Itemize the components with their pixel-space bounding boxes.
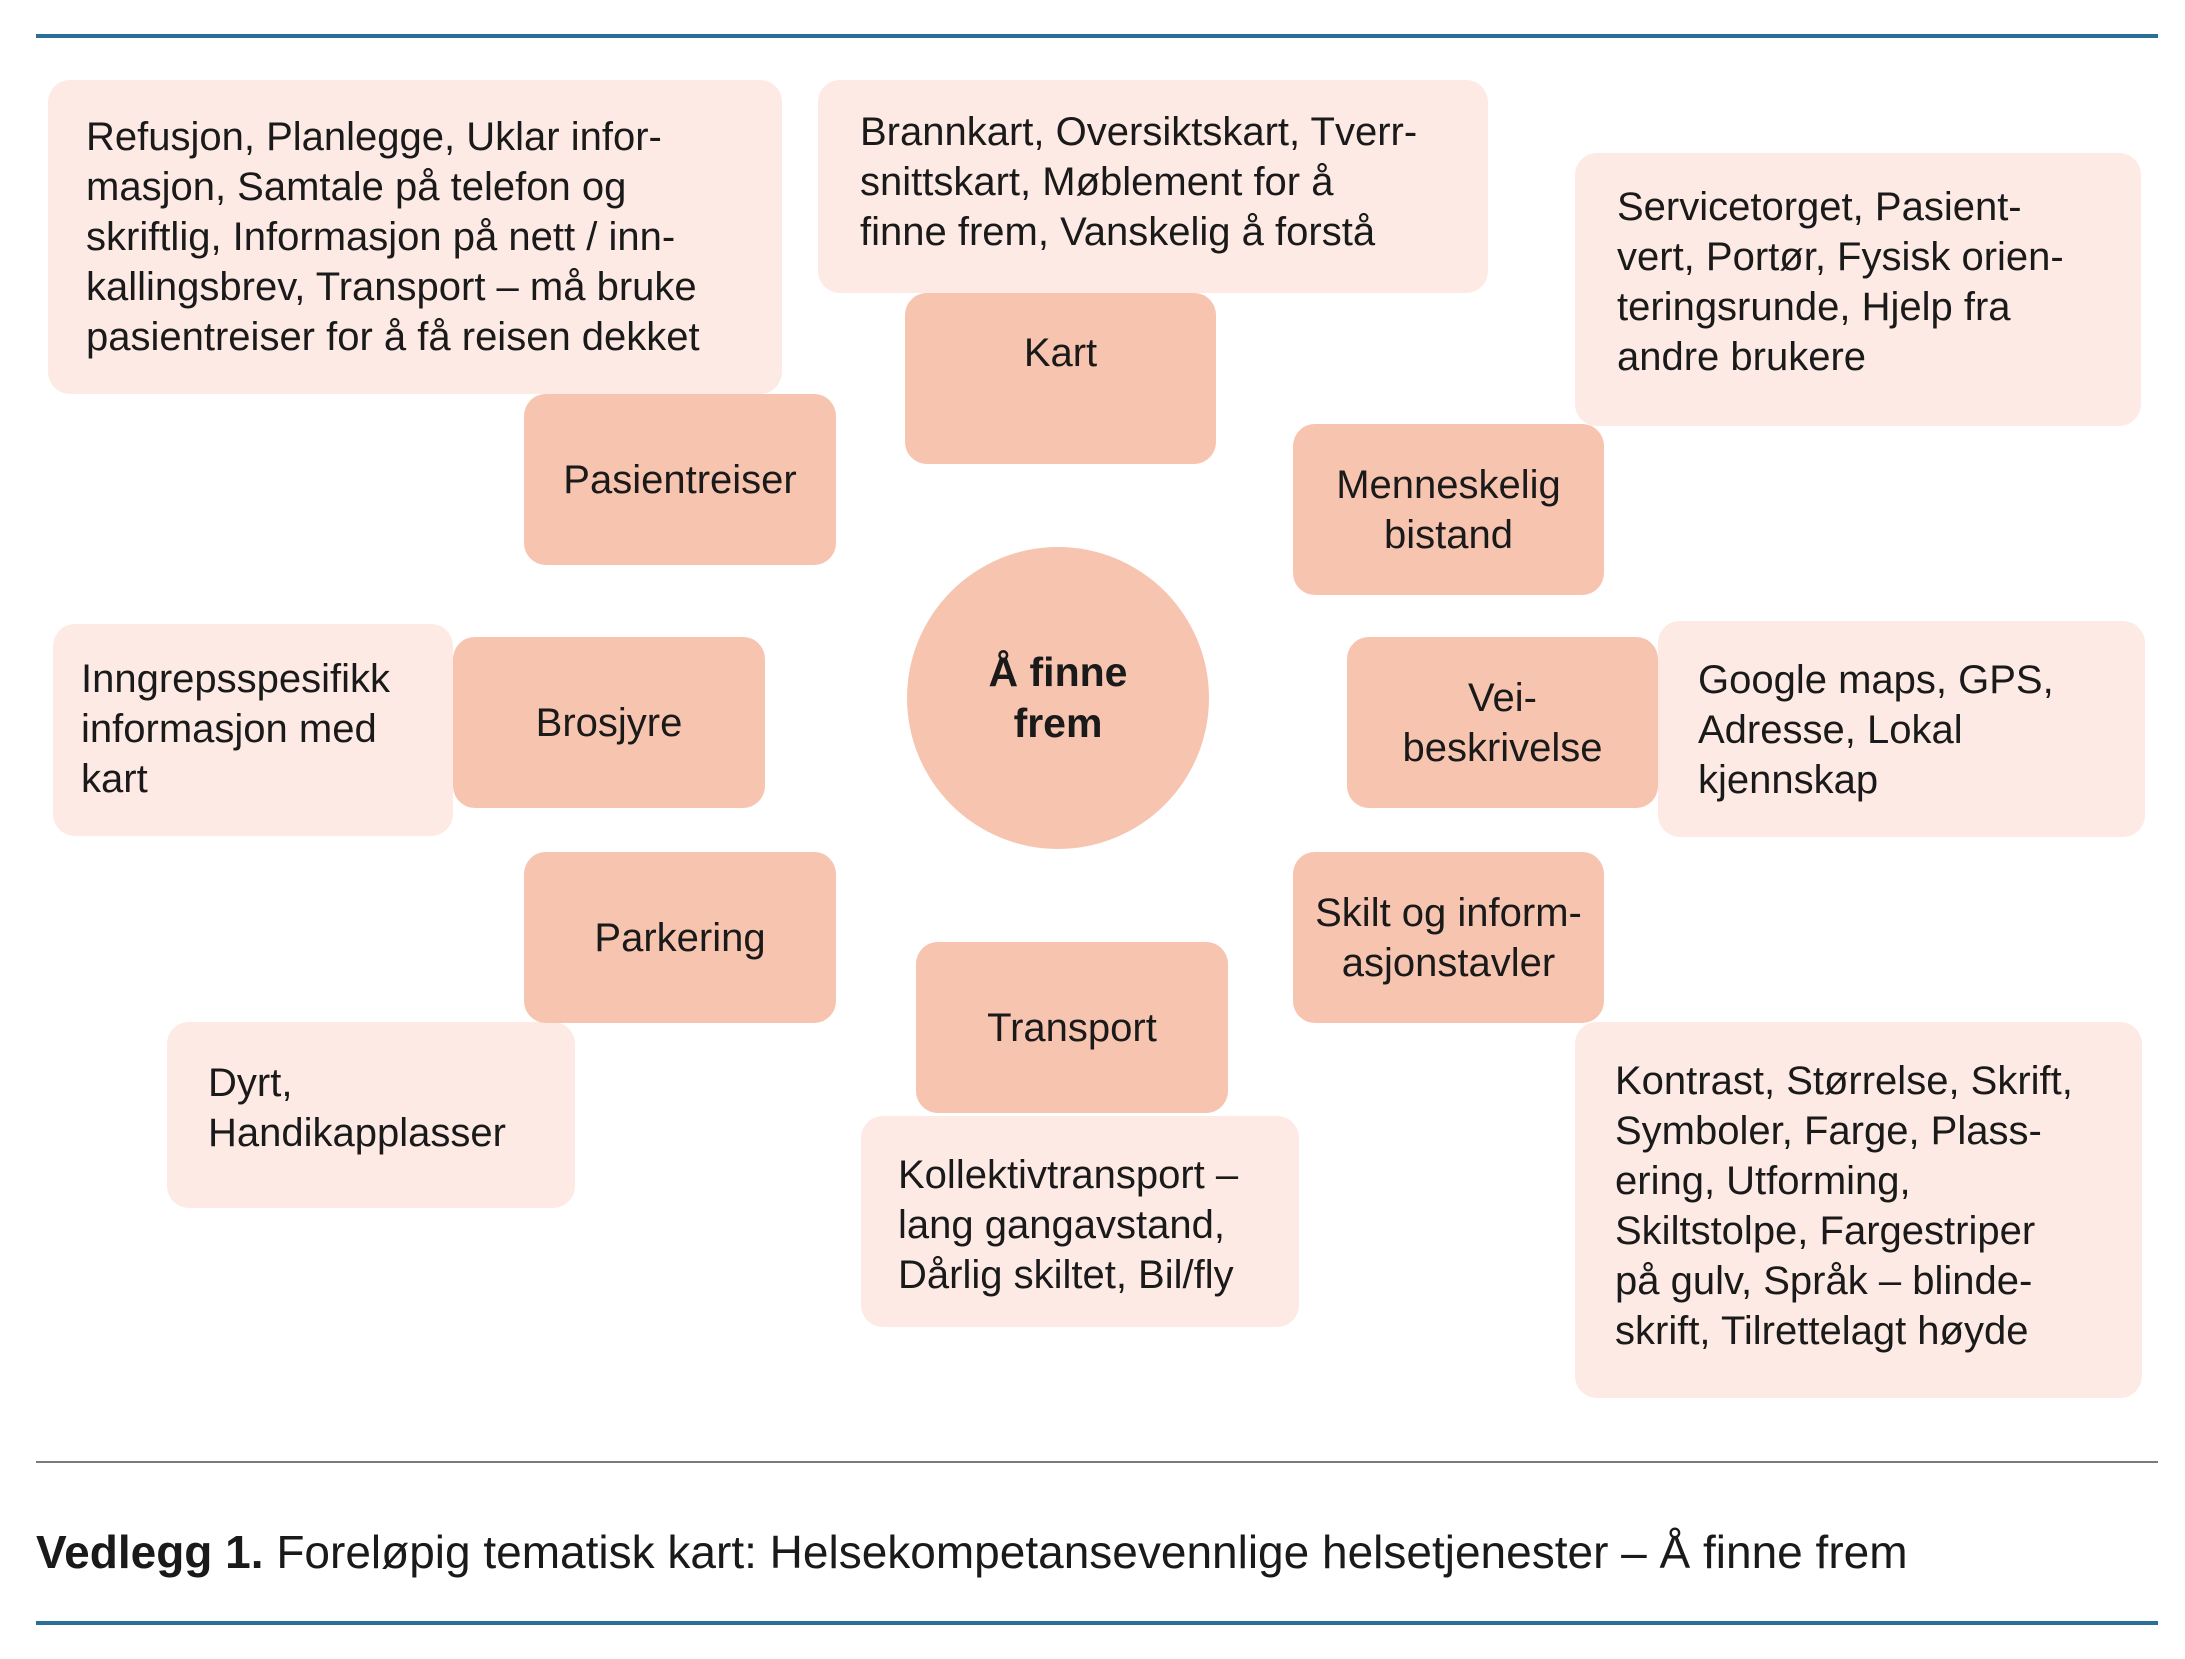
detail-skilt: Kontrast, Størrelse, Skrift, Symboler, F… [1575,1022,2142,1398]
caption-label: Vedlegg 1. [36,1526,264,1578]
theme-transport: Transport [916,942,1228,1113]
theme-skilt: Skilt og inform- asjonstavler [1293,852,1604,1023]
theme-menneskelig-bistand: Menneskelig bistand [1293,424,1604,595]
center-circle: Å finne frem [907,547,1209,849]
theme-parkering: Parkering [524,852,836,1023]
figure-caption: Vedlegg 1. Foreløpig tematisk kart: Hels… [36,1524,1908,1580]
detail-parkering: Dyrt, Handikapplasser [167,1022,575,1208]
top-rule [36,34,2158,38]
caption-text: Foreløpig tematisk kart: Helsekompetanse… [276,1526,1908,1578]
theme-brosjyre: Brosjyre [453,637,765,808]
detail-brosjyre: Inngrepsspesifikk informasjon med kart [53,624,453,836]
detail-veibeskrivelse: Google maps, GPS, Adresse, Lokal kjennsk… [1658,621,2145,837]
bottom-rule [36,1621,2158,1625]
theme-veibeskrivelse: Vei- beskrivelse [1347,637,1658,808]
caption-separator [36,1461,2158,1463]
detail-transport: Kollektivtransport – lang gangavstand, D… [861,1116,1299,1327]
detail-kart: Brannkart, Oversiktskart, Tverr- snittsk… [818,80,1488,293]
detail-menneskelig-bistand: Servicetorget, Pasient- vert, Portør, Fy… [1575,153,2141,426]
detail-pasientreiser: Refusjon, Planlegge, Uklar infor- masjon… [48,80,782,394]
theme-pasientreiser: Pasientreiser [524,394,836,565]
theme-kart: Kart [905,293,1216,464]
